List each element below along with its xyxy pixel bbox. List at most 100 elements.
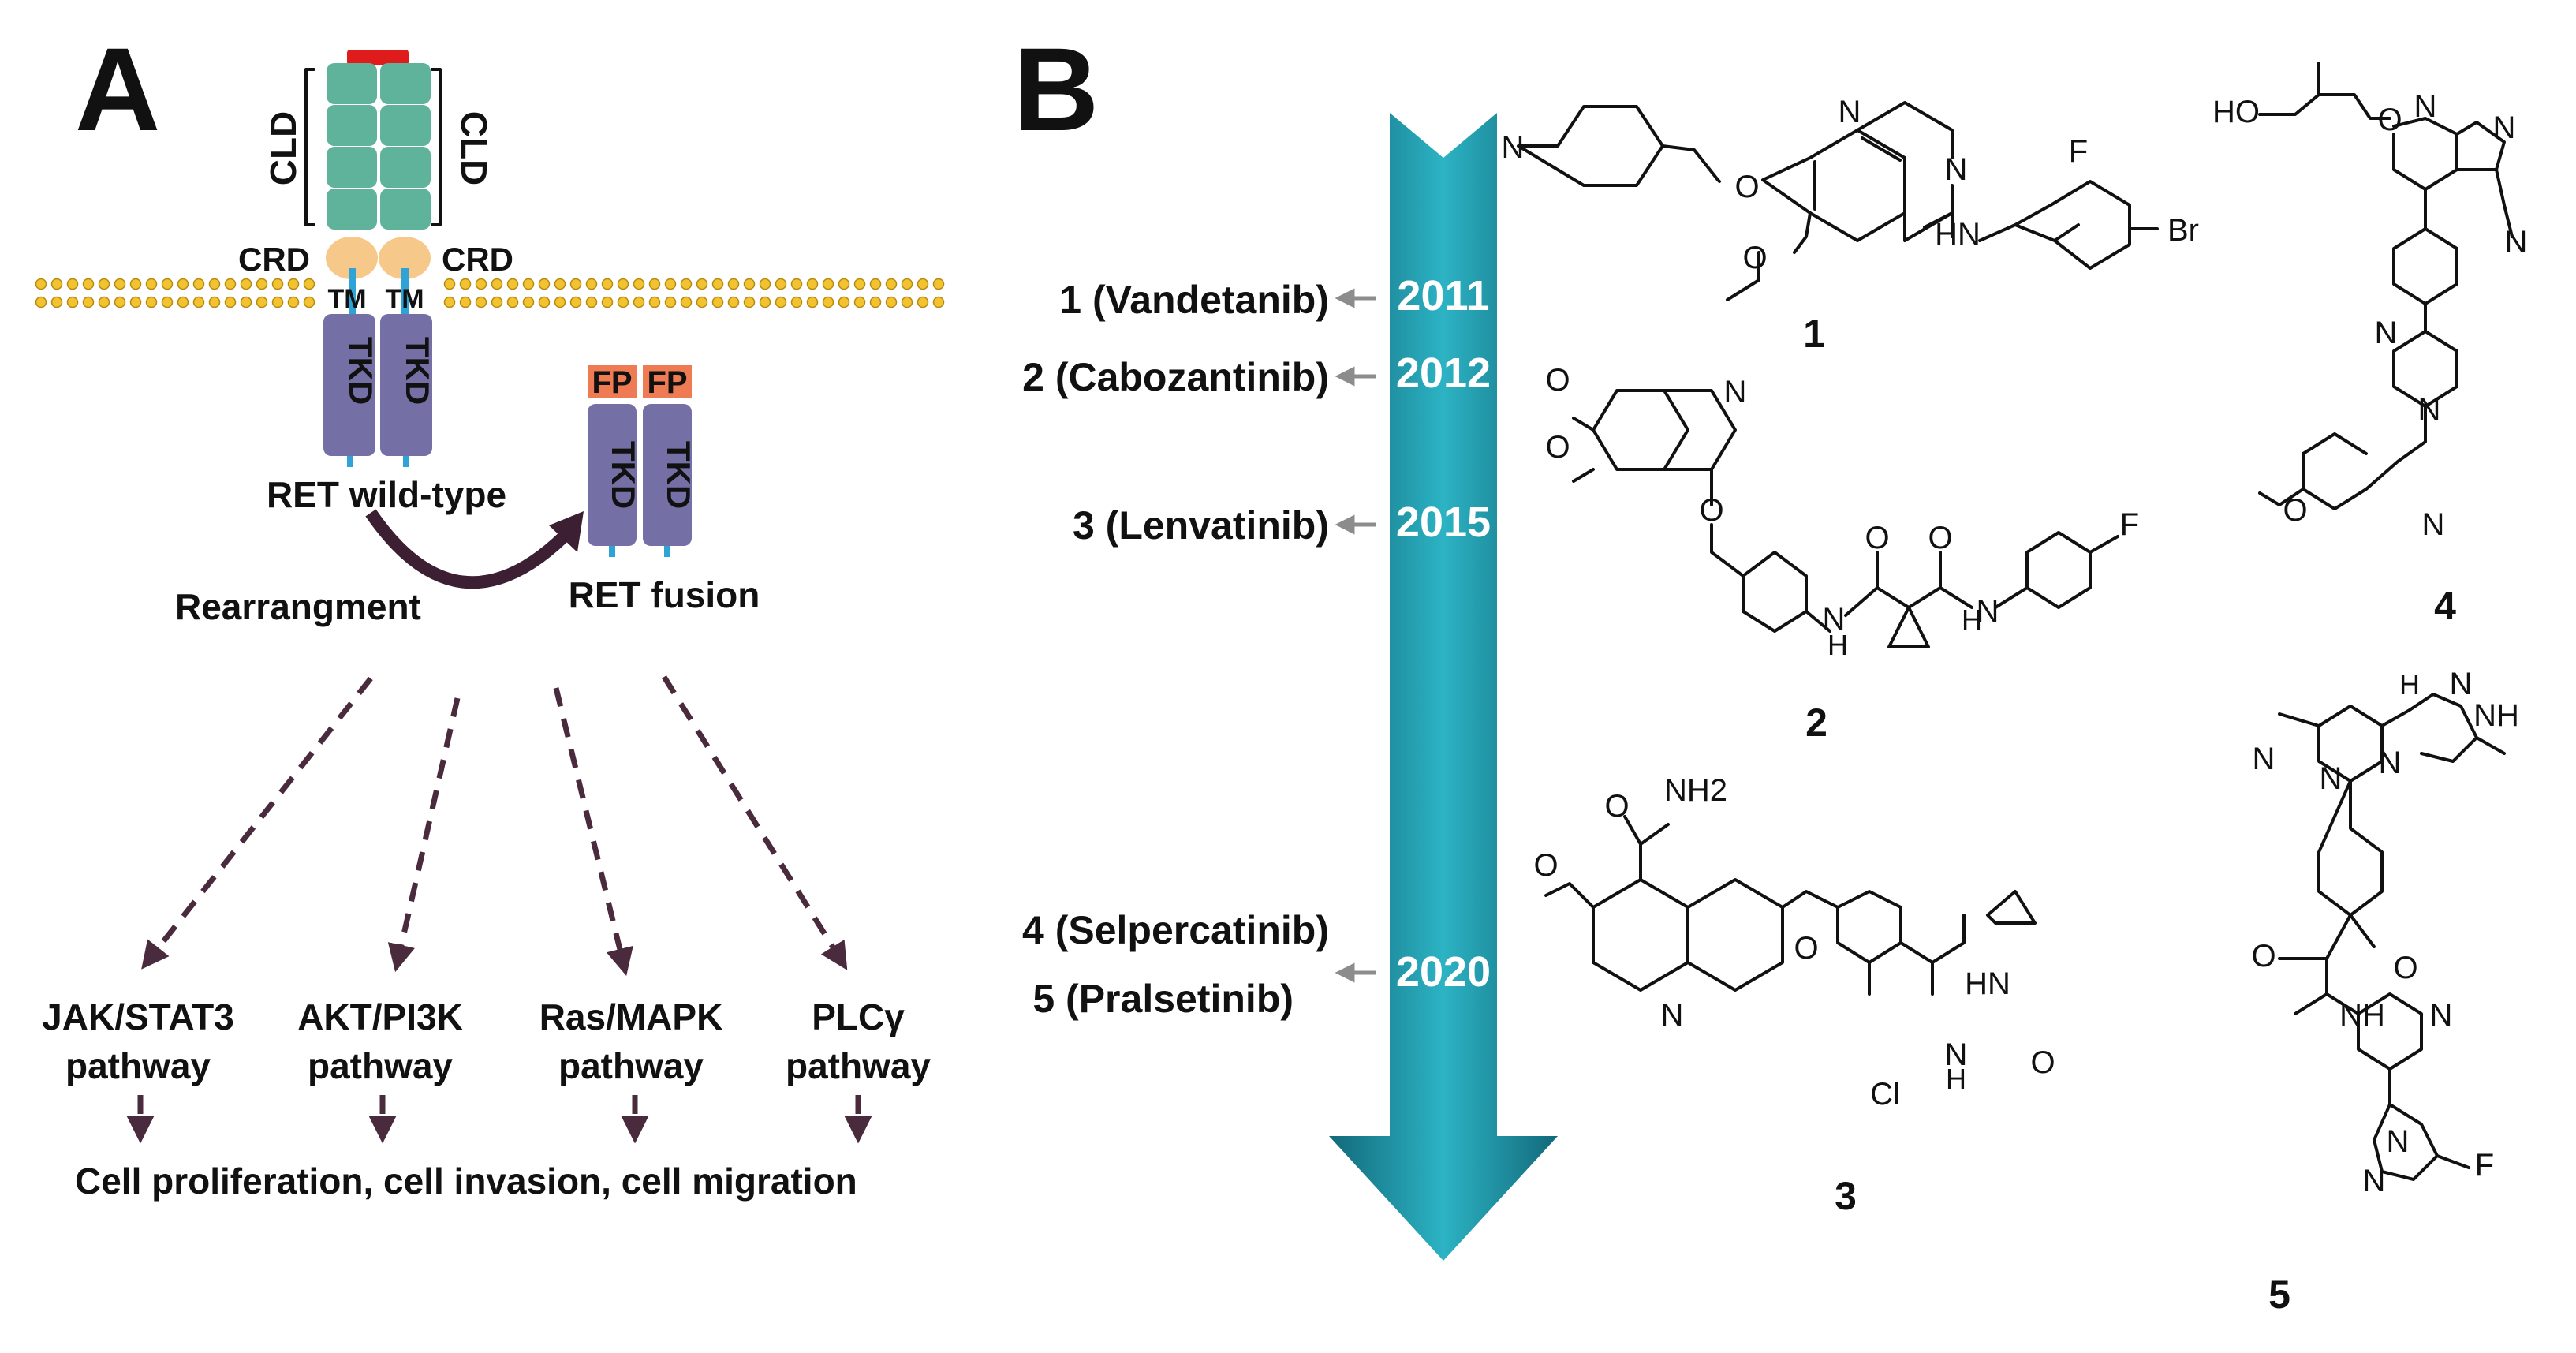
- lipid-head: [98, 278, 110, 290]
- svg-text:pathway: pathway: [65, 1045, 211, 1086]
- lipid-head: [129, 278, 142, 290]
- svg-text:NH: NH: [2339, 998, 2385, 1033]
- svg-text:Br: Br: [2167, 213, 2199, 248]
- pathway-plcg: PLCγ pathway: [786, 996, 931, 1086]
- lipid-head: [459, 296, 472, 308]
- lipid-head: [256, 278, 268, 290]
- drug-label-lenvatinib: 3 (Lenvatinib): [1073, 503, 1329, 548]
- lipid-head: [633, 278, 645, 290]
- lipid-head: [838, 278, 850, 290]
- lipid-head: [901, 296, 913, 308]
- lipid-head: [506, 278, 519, 290]
- lipid-head: [114, 296, 126, 308]
- lipid-head: [885, 278, 898, 290]
- structure-cabozantinib: O O N O H N O O H N F: [1545, 363, 2139, 661]
- svg-text:N: N: [2450, 667, 2473, 701]
- svg-text:O: O: [2283, 493, 2307, 528]
- lipid-head: [161, 278, 174, 290]
- svg-text:Ras/MAPK: Ras/MAPK: [539, 996, 723, 1037]
- svg-text:O: O: [2030, 1045, 2055, 1080]
- lipid-head: [82, 278, 95, 290]
- cld-block: [380, 105, 431, 146]
- svg-text:N: N: [2505, 225, 2528, 260]
- svg-text:O: O: [2251, 939, 2275, 974]
- lipid-head: [177, 296, 189, 308]
- svg-text:H: H: [1962, 604, 1982, 636]
- svg-text:HO: HO: [2212, 95, 2260, 129]
- ret-dimer-cap: [347, 50, 409, 65]
- svg-text:O: O: [1545, 430, 1570, 465]
- svg-text:N: N: [1502, 130, 1525, 165]
- lipid-head: [161, 296, 174, 308]
- svg-text:NH2: NH2: [1664, 773, 1727, 808]
- svg-text:N: N: [2379, 746, 2402, 780]
- lipid-head: [66, 296, 79, 308]
- rearrangement-label: Rearrangment: [175, 586, 421, 627]
- svg-text:N: N: [1661, 998, 1684, 1033]
- lipid-head: [129, 296, 142, 308]
- lipid-head: [932, 278, 945, 290]
- lipid-head: [50, 278, 63, 290]
- svg-text:N: N: [1977, 594, 1999, 629]
- tail-left: [347, 456, 353, 467]
- lipid-head: [569, 278, 582, 290]
- cellular-outcome: Cell proliferation, cell invasion, cell …: [75, 1161, 857, 1202]
- lipid-head: [743, 296, 756, 308]
- svg-text:O: O: [1928, 521, 1952, 555]
- fusion-tail-left: [609, 546, 615, 557]
- drug-label-pralsetinib: 5 (Pralsetinib): [1032, 977, 1294, 1021]
- lipid-head: [790, 296, 803, 308]
- lipid-head: [696, 296, 708, 308]
- svg-text:N: N: [2493, 110, 2516, 145]
- svg-text:N: N: [2253, 742, 2275, 776]
- lipid-head: [601, 296, 614, 308]
- tkd-label-right: TKD: [399, 337, 436, 405]
- lipid-head: [806, 278, 819, 290]
- compound-number-5: 5: [2268, 1273, 2290, 1317]
- lipid-head: [727, 278, 740, 290]
- tm-label-left: TM: [327, 284, 366, 314]
- lipid-head: [192, 296, 205, 308]
- svg-text:O: O: [2377, 103, 2402, 137]
- cld-block: [327, 189, 377, 230]
- lipid-head: [35, 296, 47, 308]
- svg-text:N: N: [1945, 152, 1968, 187]
- svg-text:O: O: [1742, 241, 1767, 275]
- lipid-head: [491, 278, 503, 290]
- compound-number-2: 2: [1805, 701, 1827, 745]
- lipid-head: [869, 296, 882, 308]
- svg-text:N: N: [1724, 375, 1747, 409]
- cld-block: [380, 147, 431, 188]
- lipid-head: [491, 296, 503, 308]
- lipid-head: [853, 296, 866, 308]
- lipid-head: [838, 296, 850, 308]
- lipid-head: [585, 278, 598, 290]
- lipid-head: [224, 296, 237, 308]
- lipid-head: [82, 296, 95, 308]
- lipid-head: [790, 278, 803, 290]
- lipid-head: [806, 296, 819, 308]
- tkd-label-left: TKD: [342, 337, 379, 405]
- structure-selpercatinib: HO O N N N N N N O: [2212, 62, 2528, 542]
- lipid-head: [538, 278, 551, 290]
- svg-text:O: O: [1545, 363, 1570, 398]
- timeline-year-2020: 2020: [1396, 948, 1491, 996]
- pathway-akt-pi3k: AKT/PI3K pathway: [297, 996, 463, 1086]
- lipid-head: [680, 296, 693, 308]
- tm-helix-left: [349, 268, 356, 316]
- lipid-head: [617, 278, 629, 290]
- lipid-head: [522, 278, 535, 290]
- lipid-head: [885, 296, 898, 308]
- compound-number-1: 1: [1803, 312, 1825, 356]
- svg-text:O: O: [1865, 521, 1889, 555]
- svg-text:pathway: pathway: [786, 1045, 931, 1086]
- svg-text:O: O: [2393, 951, 2417, 985]
- svg-text:H: H: [1827, 629, 1848, 661]
- rearrangement-arrow: [365, 509, 569, 589]
- ret-wild-type-label: RET wild-type: [267, 474, 506, 515]
- lipid-head: [98, 296, 110, 308]
- lipid-head: [287, 278, 300, 290]
- fusion-tail-right: [664, 546, 670, 557]
- lipid-head: [554, 278, 566, 290]
